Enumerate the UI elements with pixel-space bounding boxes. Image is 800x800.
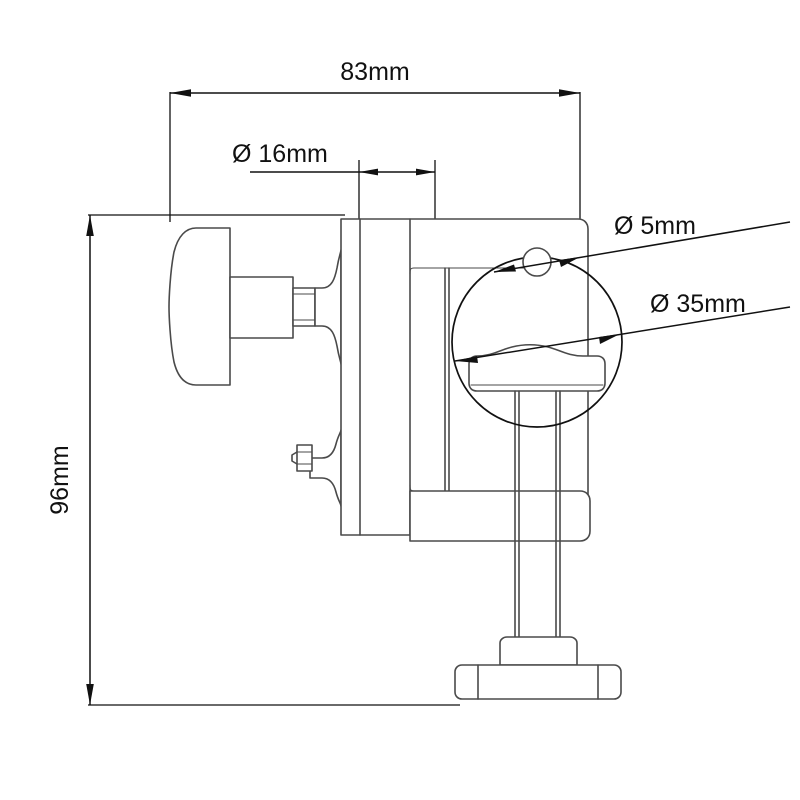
dimension-knob-shaft-diameter: Ø 16mm <box>232 140 436 230</box>
arrowhead-left-icon <box>455 356 478 363</box>
locating-pin-circle <box>522 247 552 277</box>
arrowhead-bottom-icon <box>86 684 94 705</box>
knob-head <box>168 227 231 386</box>
arrowhead-top-icon <box>86 215 94 236</box>
dimension-label-knob-shaft-diameter: Ø 16mm <box>232 140 328 168</box>
leader-line <box>454 306 791 362</box>
dimension-label-pad-diameter: Ø 35mm <box>650 290 746 318</box>
side-set-screw <box>291 429 342 507</box>
dimension-overall-height: 96mm <box>46 214 460 706</box>
arrowhead-right-icon <box>559 257 580 267</box>
knob-shaft-body <box>229 276 294 339</box>
threaded-collar <box>292 287 316 327</box>
arrowhead-left-icon <box>359 168 378 176</box>
locating-pin <box>522 247 552 277</box>
knob-boss-outline <box>314 249 342 365</box>
set-screw-head <box>296 444 313 472</box>
arrowhead-left-icon <box>170 89 191 97</box>
dimension-label-overall-height: 96mm <box>46 445 74 514</box>
clamp-stem <box>514 390 561 641</box>
arrowhead-right-icon <box>559 89 580 97</box>
clamp-pad-outline <box>468 343 606 392</box>
internal-fillet-top <box>409 267 415 275</box>
dimension-pad-diameter: Ø 35mm <box>454 290 791 363</box>
base-foot-pad <box>454 664 622 700</box>
arrowhead-right-icon <box>599 334 620 344</box>
dimension-label-overall-width: 83mm <box>340 58 409 86</box>
base-foot-neck <box>499 636 578 666</box>
lower-flange <box>409 490 591 542</box>
arrowhead-left-icon <box>494 264 516 272</box>
dimension-overall-width: 83mm <box>169 58 581 222</box>
clamp-pad <box>468 343 606 392</box>
lower-flange-outline <box>409 490 591 542</box>
leader-line <box>493 221 791 273</box>
knob-shaft <box>229 276 294 339</box>
dimension-label-pin-diameter: Ø 5mm <box>614 212 696 240</box>
dimension-pin-diameter: Ø 5mm <box>493 212 791 273</box>
knob-head-outline <box>168 227 231 386</box>
arrowhead-right-icon <box>416 168 435 176</box>
base-foot <box>454 636 622 700</box>
set-screw-boss <box>309 429 342 507</box>
set-screw-drive-slot <box>291 451 298 465</box>
knob-boss <box>314 249 342 365</box>
